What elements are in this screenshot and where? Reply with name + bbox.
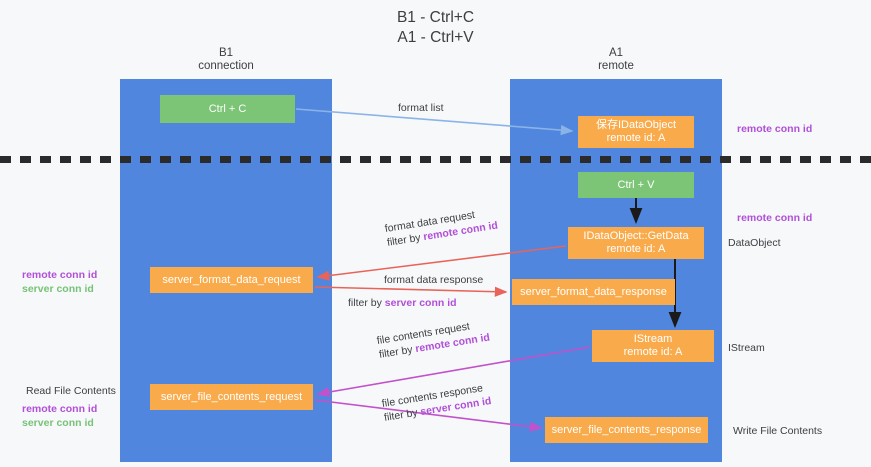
node-server-file-contents-request[interactable]: server_file_contents_request	[150, 384, 313, 410]
annotation-left-2-plain: Read File Contents	[26, 385, 116, 397]
annotation-right-write-file-contents: Write File Contents	[733, 424, 822, 438]
edge-label-format-data-request: format data request filter by remote con…	[384, 205, 499, 250]
node-data-object-line1: 保存IDataObject	[595, 119, 677, 131]
diagram-title: B1 - Ctrl+C A1 - Ctrl+V	[0, 8, 871, 48]
lane-header-b1-name: B1	[218, 47, 234, 59]
edge-label-format-response-filter: server conn id	[384, 297, 457, 309]
lane-header-a1-role: remote	[598, 60, 634, 72]
edge-label-file-contents-request: file contents request filter by remote c…	[376, 317, 491, 362]
annotation-left-1-remote: remote conn id	[22, 269, 98, 281]
edge-label-format-response-line2: filter by server conn id	[348, 296, 483, 310]
annotation-right-1-remote: remote conn id	[737, 123, 813, 135]
title-line-1: B1 - Ctrl+C	[396, 9, 475, 26]
node-ctrl-v-line1: Ctrl + V	[617, 178, 655, 191]
edge-label-format-data-response: format data response filter by server co…	[348, 273, 484, 310]
node-istream[interactable]: IStream remote id: A	[592, 330, 714, 362]
edge-label-format-list: format list	[398, 101, 444, 115]
lane-header-a1-name: A1	[608, 47, 624, 59]
lane-header-b1-role: connection	[198, 60, 254, 72]
node-server-format-data-response[interactable]: server_format_data_response	[512, 279, 675, 305]
node-format-request-label: server_format_data_request	[162, 273, 301, 286]
annotation-right-2-remote: remote conn id	[737, 212, 813, 224]
annotation-left-conn-ids-top: remote conn id server conn id	[22, 268, 97, 296]
annotation-left-1-server: server conn id	[22, 283, 94, 295]
node-server-format-data-request[interactable]: server_format_data_request	[150, 267, 313, 293]
annotation-right-5-plain: Write File Contents	[733, 425, 823, 437]
annotation-left-3-server: server conn id	[22, 417, 94, 429]
node-format-response-label: server_format_data_response	[520, 285, 667, 298]
node-getdata-line1: IDataObject::GetData	[583, 230, 689, 242]
annotation-right-dataobject: DataObject	[728, 236, 781, 250]
node-server-file-contents-response[interactable]: server_file_contents_response	[545, 417, 708, 443]
node-getdata-line2: remote id: A	[606, 243, 666, 255]
annotation-left-read-file-contents: Read File Contents	[26, 384, 116, 398]
edge-label-format-response-prefix: filter by	[348, 297, 385, 309]
annotation-right-remote-conn-id-top: remote conn id	[737, 122, 812, 136]
title-line-2: A1 - Ctrl+V	[397, 29, 474, 46]
node-idataobject-getdata[interactable]: IDataObject::GetData remote id: A	[568, 227, 704, 259]
node-istream-line2: remote id: A	[623, 346, 683, 358]
annotation-right-3-plain: DataObject	[728, 237, 781, 249]
node-ctrl-v[interactable]: Ctrl + V	[578, 172, 694, 198]
phase-divider	[0, 156, 871, 163]
node-file-request-label: server_file_contents_request	[160, 390, 303, 403]
edge-label-format-response-line1: format data response	[384, 274, 484, 286]
annotation-left-conn-ids-bottom: remote conn id server conn id	[22, 402, 97, 430]
annotation-right-istream: IStream	[728, 341, 765, 355]
node-data-object-line2: remote id: A	[606, 132, 666, 144]
annotation-right-remote-conn-id-mid: remote conn id	[737, 211, 812, 225]
lane-header-b1: B1 connection	[120, 47, 332, 73]
edge-label-format-list-text: format list	[398, 102, 444, 114]
edge-label-file-contents-response: file contents response filter by server …	[381, 380, 493, 425]
lane-header-a1: A1 remote	[510, 47, 722, 73]
node-ctrl-c[interactable]: Ctrl + C	[160, 95, 295, 123]
annotation-right-4-plain: IStream	[728, 342, 765, 354]
node-istream-line1: IStream	[633, 333, 673, 345]
node-ctrl-c-line1: Ctrl + C	[208, 102, 247, 115]
node-file-response-label: server_file_contents_response	[551, 423, 702, 436]
annotation-left-3-remote: remote conn id	[22, 403, 98, 415]
node-data-object[interactable]: 保存IDataObject remote id: A	[578, 116, 694, 148]
